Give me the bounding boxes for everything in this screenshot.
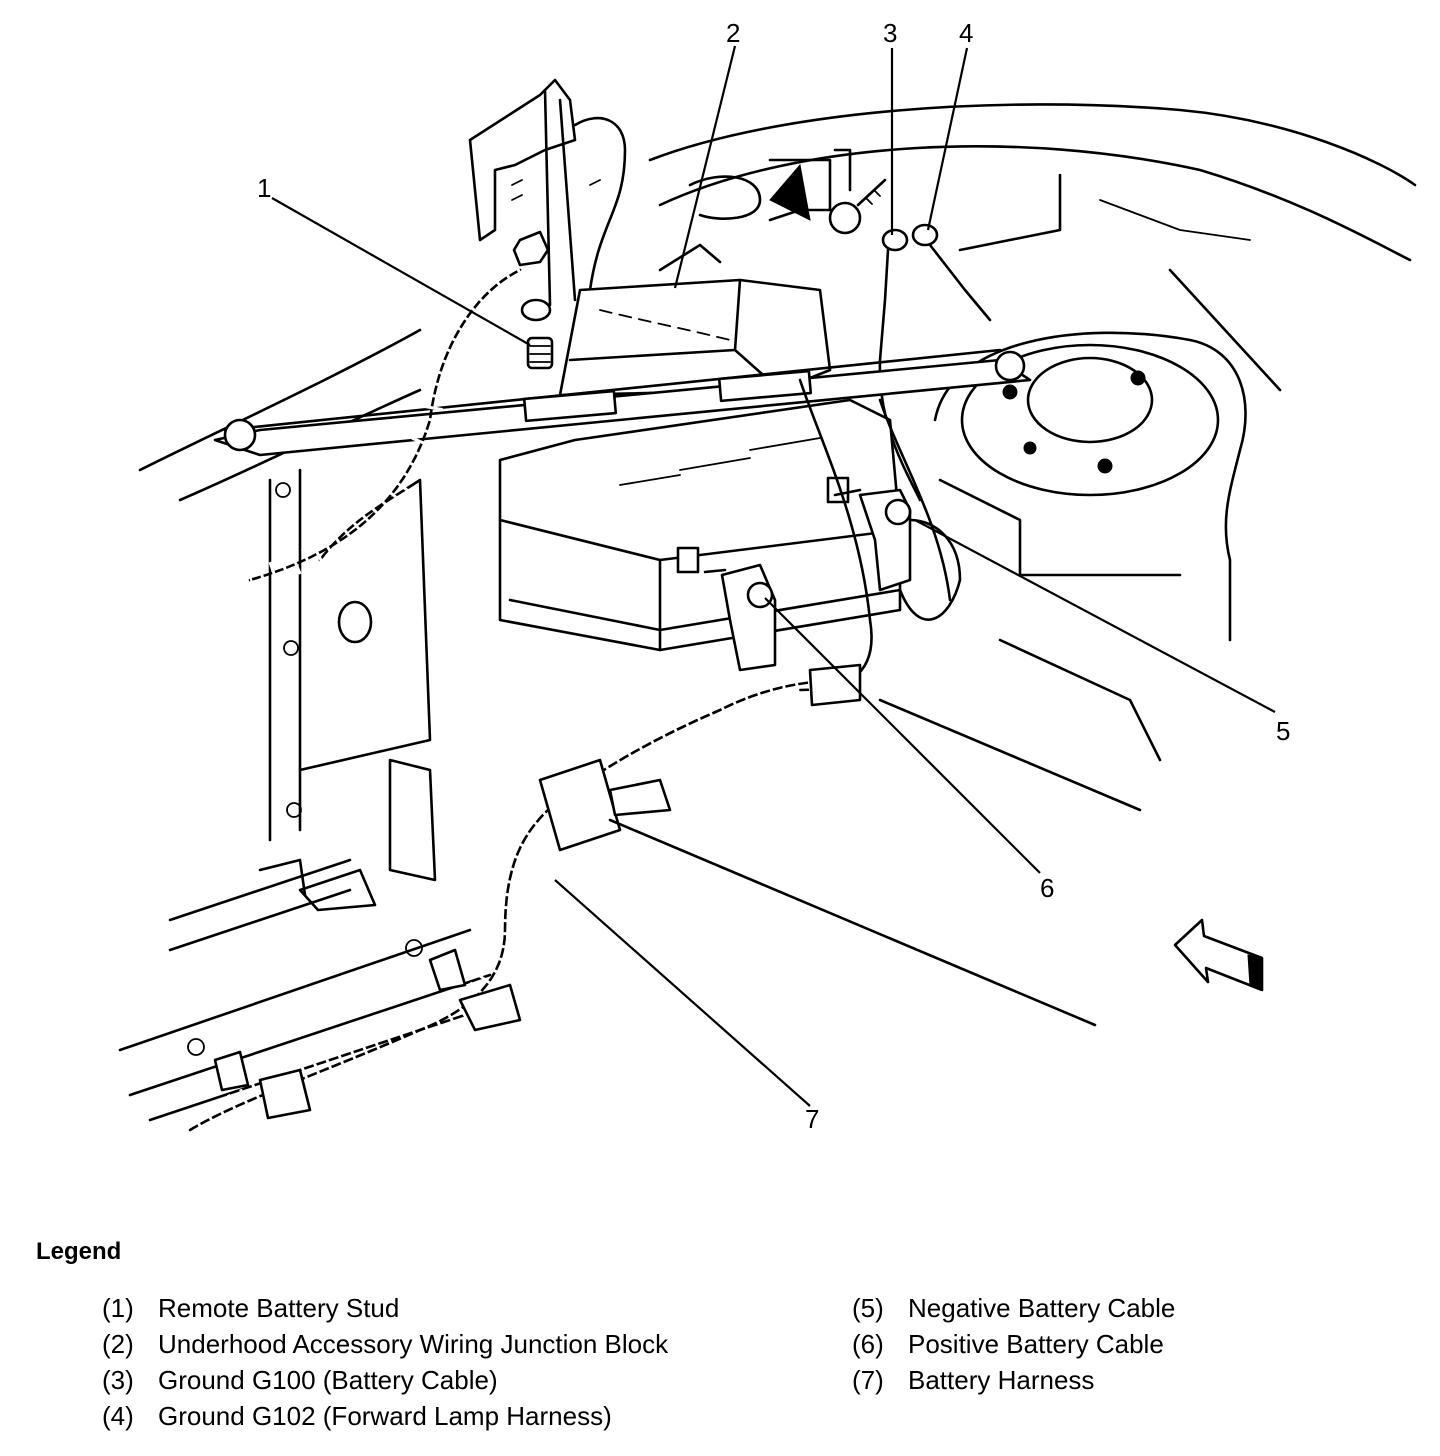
legend-item-number: (4) (102, 1401, 134, 1431)
legend-item-number: (3) (102, 1365, 134, 1395)
callout-5: 5 (1276, 716, 1290, 746)
legend-item-number: (7) (852, 1365, 884, 1395)
legend-list-right: (5) Negative Battery Cable (6) Positive Ba… (852, 1290, 1175, 1398)
callout-1: 1 (257, 173, 271, 203)
callout-2: 2 (726, 18, 740, 48)
battery-harness (182, 260, 862, 1143)
legend-item-label: Ground G100 (Battery Cable) (158, 1365, 498, 1395)
floor-lines (608, 638, 1162, 1027)
front-direction-arrow-icon (1173, 918, 1264, 992)
legend-item-number: (2) (102, 1329, 134, 1359)
negative-battery-cable (833, 398, 962, 621)
legend-item-number: (5) (852, 1293, 884, 1323)
legend-item-label: Ground G102 (Forward Lamp Harness) (158, 1401, 612, 1431)
leader-lines (271, 45, 1276, 1107)
legend-item: (7) Battery Harness (852, 1362, 1175, 1398)
legend-item-label: Remote Battery Stud (158, 1293, 400, 1323)
legend-item-label: Underhood Accessory Wiring Junction Bloc… (158, 1329, 669, 1359)
callout-3: 3 (883, 18, 897, 48)
legend-item: (1) Remote Battery Stud (102, 1290, 668, 1326)
callout-7: 7 (805, 1104, 819, 1134)
legend-item-label: Battery Harness (908, 1365, 1095, 1395)
callout-6: 6 (1040, 873, 1054, 903)
battery (498, 398, 902, 652)
legend-item-label: Positive Battery Cable (908, 1329, 1164, 1359)
legend-item-number: (6) (852, 1329, 884, 1359)
legend-item-label: Negative Battery Cable (908, 1293, 1176, 1323)
legend-item: (5) Negative Battery Cable (852, 1290, 1175, 1326)
battery-harness-diagram: 1 2 3 4 5 6 7 (118, 18, 1417, 1143)
battery-hold-down (213, 348, 1032, 457)
legend-list-left: (1) Remote Battery Stud (2) Underhood Acce… (102, 1290, 668, 1434)
upper-bracket (468, 78, 627, 370)
legend-item: (6) Positive Battery Cable (852, 1326, 1175, 1362)
legend-item: (2) Underhood Accessory Wiring Junction B… (102, 1326, 668, 1362)
fender-outline (648, 103, 1417, 392)
strut-tower (933, 331, 1247, 642)
legend-item: (4) Ground G102 (Forward Lamp Harness) (102, 1398, 668, 1434)
legend-item: (3) Ground G100 (Battery Cable) (102, 1362, 668, 1398)
legend-title: Legend (36, 1238, 122, 1265)
positive-battery-cable (703, 378, 873, 692)
legend-item-number: (1) (102, 1293, 134, 1323)
callout-4: 4 (959, 18, 973, 48)
